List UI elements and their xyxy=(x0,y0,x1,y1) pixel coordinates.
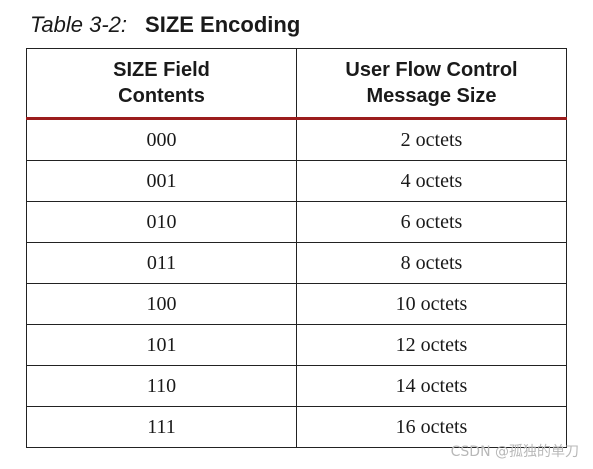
message-size-cell: 6 octets xyxy=(296,201,567,243)
message-size-cell: 16 octets xyxy=(296,406,567,448)
header-size-field: SIZE Field Contents xyxy=(26,48,297,120)
table-header-row: SIZE Field Contents User Flow Control Me… xyxy=(26,48,567,120)
size-field-cell: 011 xyxy=(26,242,297,284)
size-field-cell: 100 xyxy=(26,283,297,325)
caption-title: SIZE Encoding xyxy=(145,12,301,37)
header-message-size-line-1: User Flow Control xyxy=(345,59,518,81)
message-size-cell: 10 octets xyxy=(296,283,567,325)
header-size-field-line-1: SIZE Field xyxy=(113,59,210,81)
message-size-cell: 8 octets xyxy=(296,242,567,284)
table-row: 101 12 octets xyxy=(26,324,567,366)
table-row: 010 6 octets xyxy=(26,201,567,243)
table-row: 011 8 octets xyxy=(26,242,567,284)
table-row: 110 14 octets xyxy=(26,365,567,407)
header-message-size-line-2: Message Size xyxy=(366,85,497,107)
table-row: 111 16 octets xyxy=(26,406,567,448)
table-caption: Table 3-2: SIZE Encoding xyxy=(30,12,300,38)
message-size-cell: 2 octets xyxy=(296,118,567,161)
message-size-cell: 12 octets xyxy=(296,324,567,366)
size-encoding-table: SIZE Field Contents User Flow Control Me… xyxy=(26,48,567,448)
size-field-cell: 111 xyxy=(26,406,297,448)
caption-label: Table 3-2: xyxy=(30,12,128,37)
watermark-text: CSDN @孤独的单刀 xyxy=(450,444,579,460)
size-field-cell: 010 xyxy=(26,201,297,243)
message-size-cell: 14 octets xyxy=(296,365,567,407)
table-row: 000 2 octets xyxy=(26,118,567,161)
size-field-cell: 101 xyxy=(26,324,297,366)
table-row: 100 10 octets xyxy=(26,283,567,325)
header-size-field-line-2: Contents xyxy=(118,85,205,107)
size-field-cell: 110 xyxy=(26,365,297,407)
message-size-cell: 4 octets xyxy=(296,160,567,202)
size-field-cell: 001 xyxy=(26,160,297,202)
size-field-cell: 000 xyxy=(26,118,297,161)
header-message-size: User Flow Control Message Size xyxy=(296,48,567,120)
table-row: 001 4 octets xyxy=(26,160,567,202)
